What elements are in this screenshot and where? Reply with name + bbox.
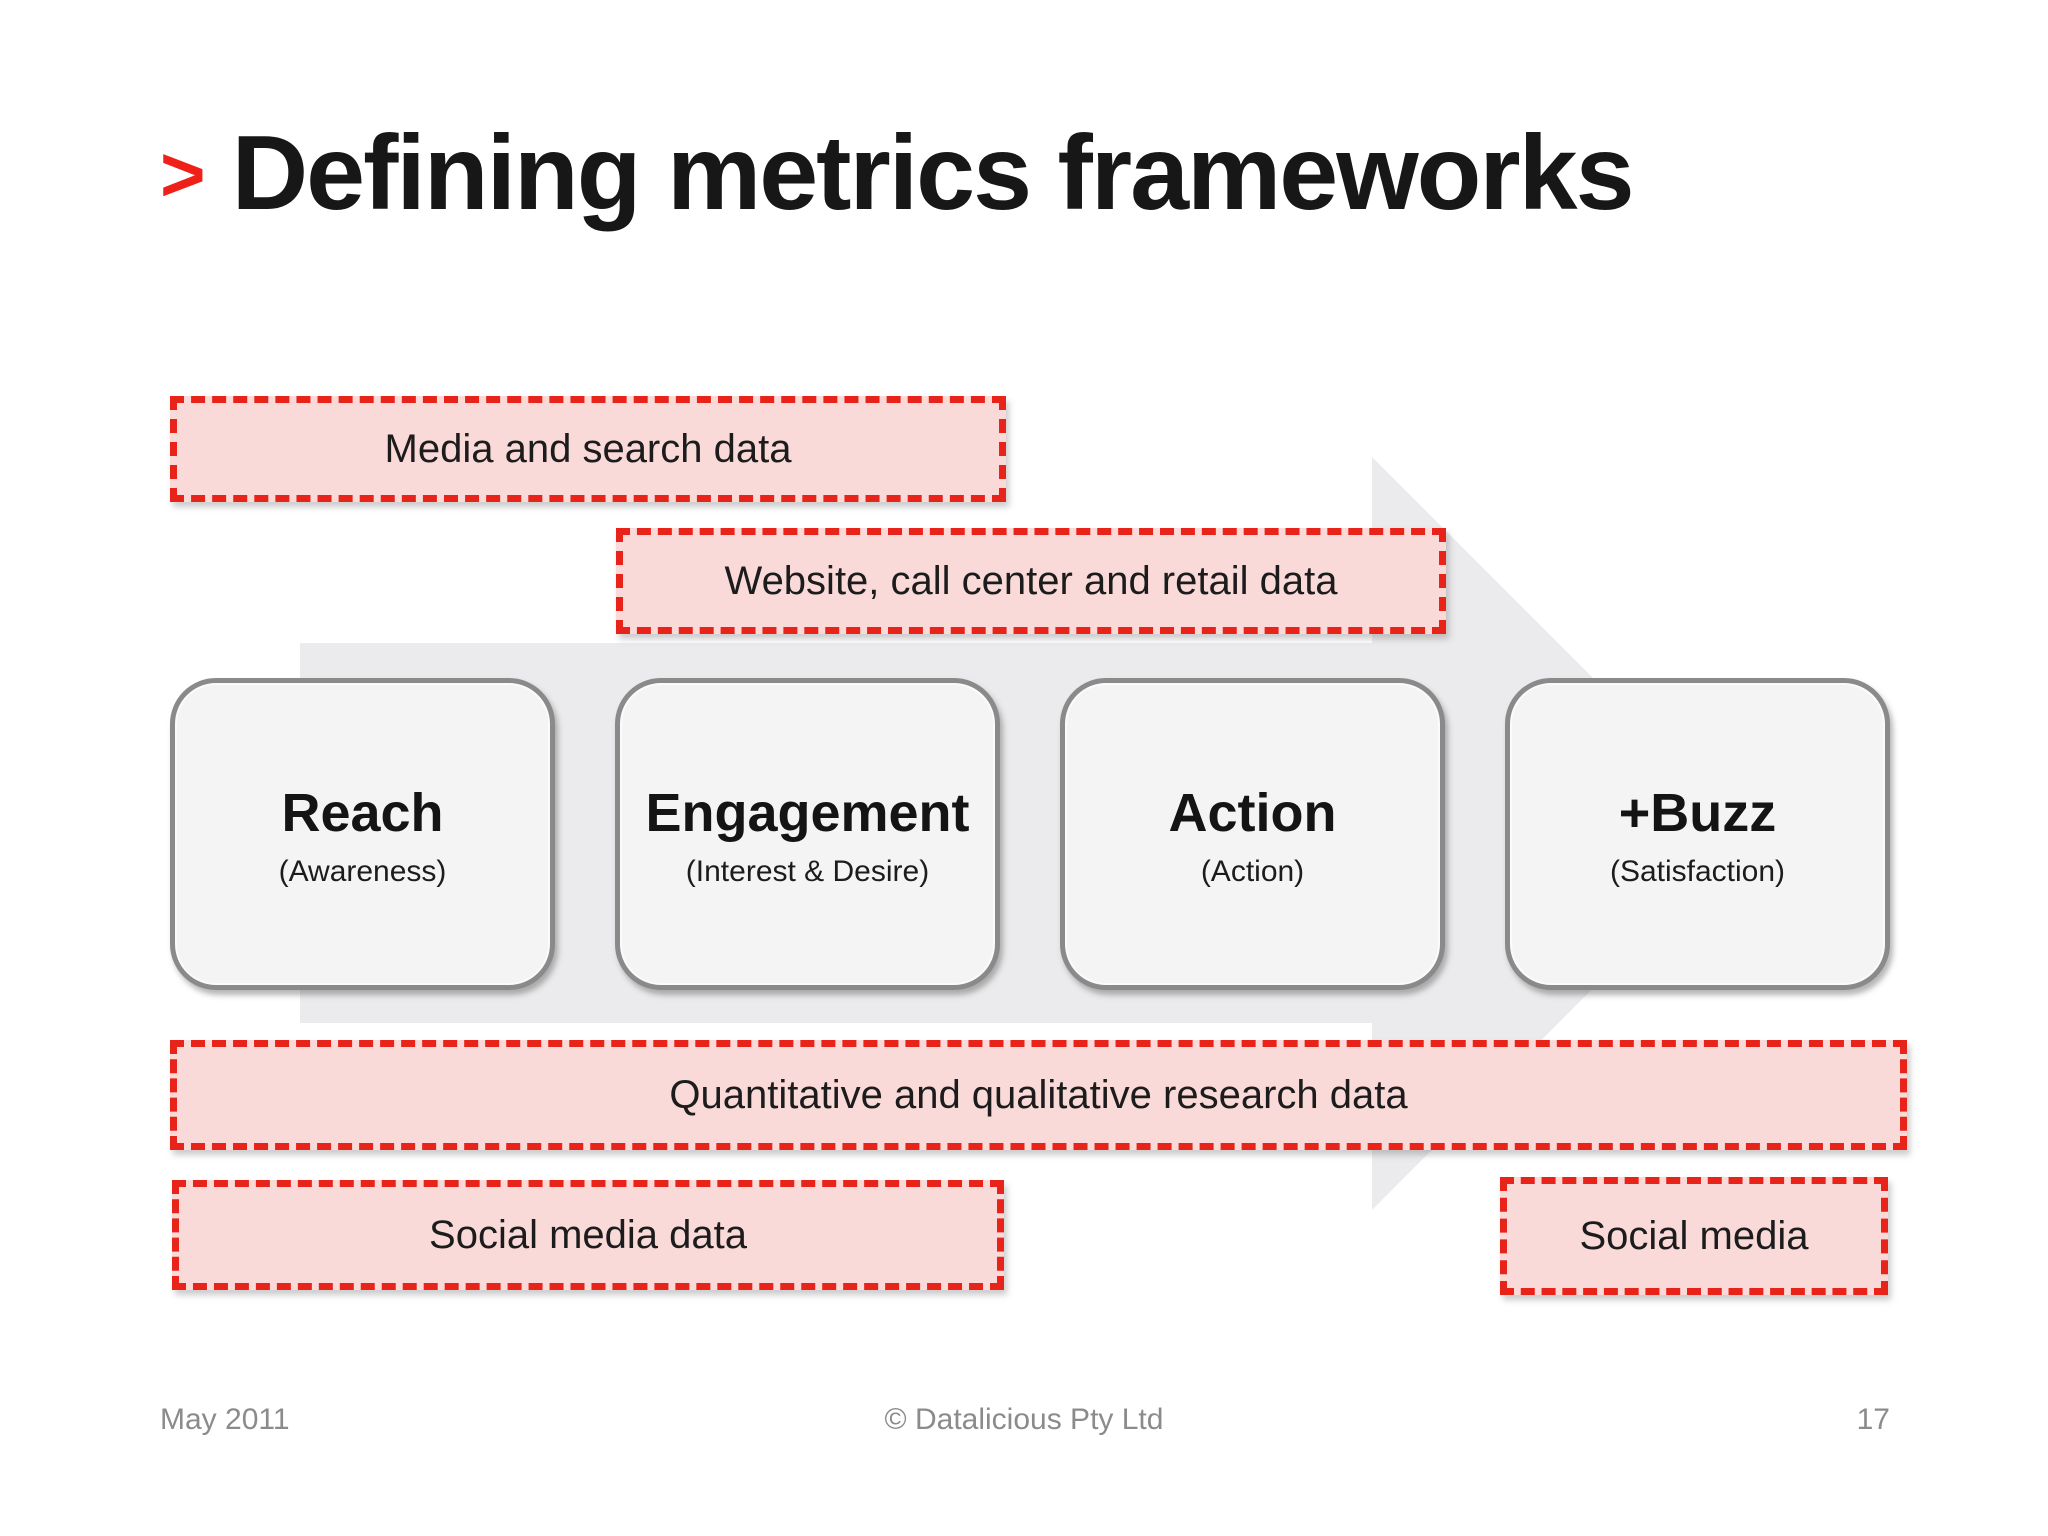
stage-box-reach: Reach (Awareness)	[170, 678, 555, 990]
overlay-social-media: Social media	[1500, 1177, 1888, 1295]
stage-subtitle: (Awareness)	[278, 855, 447, 888]
overlay-media-search-data: Media and search data	[170, 396, 1006, 502]
overlay-label: Social media data	[429, 1212, 747, 1257]
footer-date: May 2011	[160, 1403, 290, 1436]
footer-page-number: 17	[1856, 1403, 1890, 1436]
stage-subtitle: (Satisfaction)	[1609, 855, 1786, 888]
stage-name: Engagement	[645, 783, 970, 843]
overlay-website-callcenter-retail-data: Website, call center and retail data	[616, 528, 1446, 634]
stage-name: +Buzz	[1618, 783, 1777, 843]
overlay-label: Media and search data	[384, 426, 792, 471]
stage-subtitle: (Interest & Desire)	[685, 855, 930, 888]
stage-box-engagement: Engagement (Interest & Desire)	[615, 678, 1000, 990]
slide-footer: May 2011 © Datalicious Pty Ltd 17	[0, 1403, 2048, 1443]
overlay-label: Website, call center and retail data	[724, 558, 1338, 603]
right-arrow-shape	[300, 457, 1748, 1210]
stage-box-buzz: +Buzz (Satisfaction)	[1505, 678, 1890, 990]
stage-name: Reach	[281, 783, 444, 843]
stage-name: Action	[1168, 783, 1337, 843]
overlay-quant-qual-research-data: Quantitative and qualitative research da…	[170, 1040, 1907, 1150]
stage-subtitle: (Action)	[1200, 855, 1305, 888]
overlay-label: Quantitative and qualitative research da…	[669, 1072, 1408, 1117]
footer-copyright: © Datalicious Pty Ltd	[884, 1403, 1164, 1436]
overlay-label: Social media	[1579, 1213, 1809, 1258]
overlay-social-media-data: Social media data	[172, 1180, 1004, 1290]
chevron-bullet-icon: >	[160, 130, 206, 218]
stage-box-action: Action (Action)	[1060, 678, 1445, 990]
slide-title: > Defining metrics frameworks	[160, 117, 1635, 229]
slide-title-text: Defining metrics frameworks	[231, 114, 1635, 232]
